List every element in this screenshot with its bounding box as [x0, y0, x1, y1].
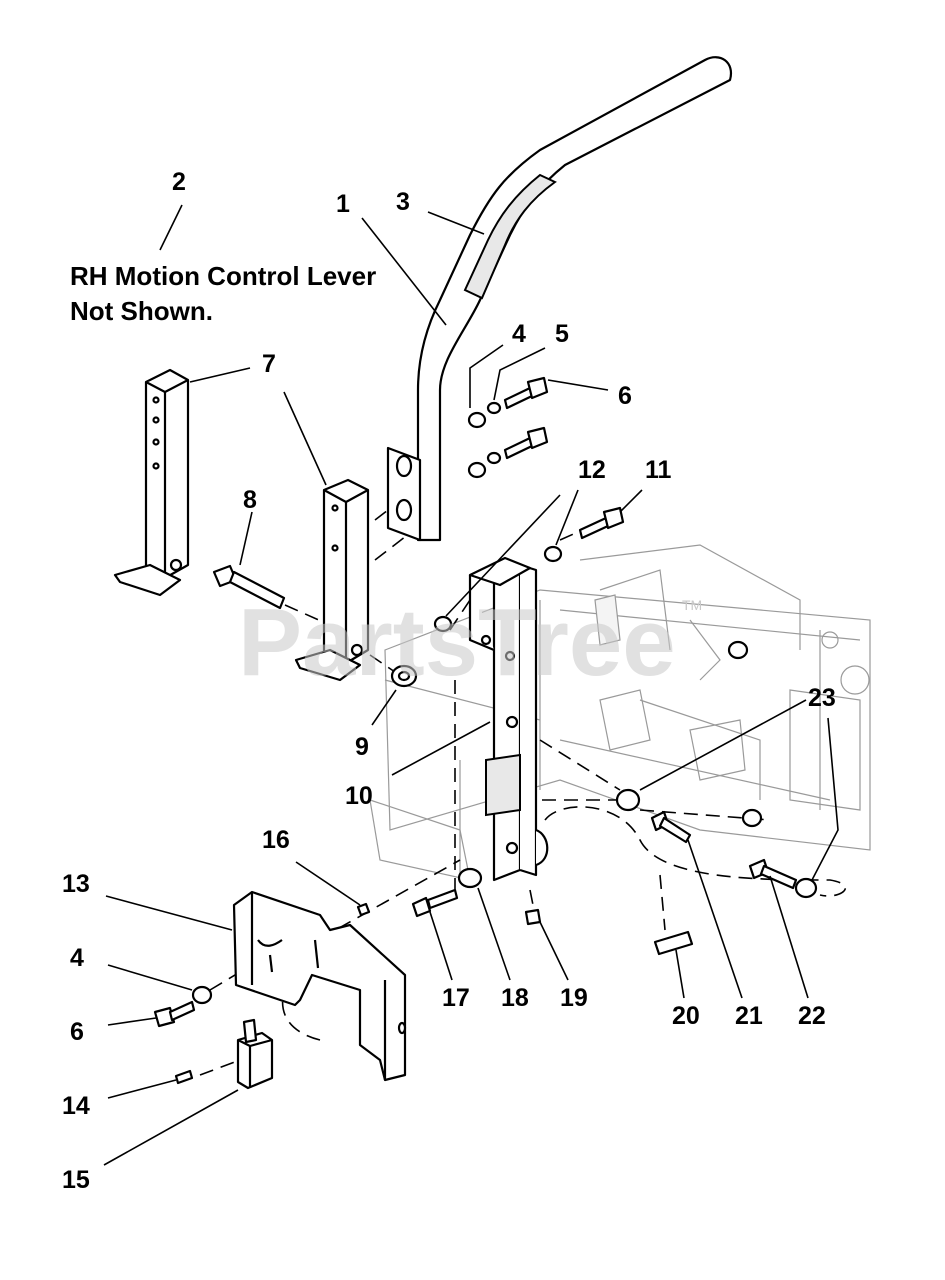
callout-13: 13 — [62, 870, 90, 898]
callout-5: 5 — [555, 320, 569, 348]
assembly-dashed-lines — [199, 469, 846, 1076]
callout-21: 21 — [735, 1002, 763, 1030]
note: RH Motion Control Lever Not Shown. — [70, 261, 376, 326]
part-8-long-bolt — [212, 564, 286, 610]
note-line-2: Not Shown. — [70, 296, 213, 326]
hardware-11-12 — [433, 506, 625, 633]
watermark-trademark: TM — [682, 597, 702, 613]
callout-14: 14 — [62, 1092, 90, 1120]
callout-6-lower: 6 — [70, 1018, 84, 1046]
callout-7: 7 — [262, 350, 276, 378]
callout-18: 18 — [501, 984, 529, 1012]
callout-20: 20 — [672, 1002, 700, 1030]
part-7-control-arms — [113, 368, 370, 682]
callout-12: 12 — [578, 456, 606, 484]
callout-numbers: 2 1 3 4 5 6 7 8 9 10 11 12 23 13 4 6 14 … — [62, 168, 836, 1194]
part-13-shield — [232, 890, 407, 1082]
callout-19: 19 — [560, 984, 588, 1012]
callout-16: 16 — [262, 826, 290, 854]
callout-23: 23 — [808, 684, 836, 712]
watermark-text: PartsTree — [238, 589, 676, 696]
part-10-pivot-bracket — [468, 556, 549, 882]
note-line-1: RH Motion Control Lever — [70, 261, 376, 291]
part-9-nut — [390, 664, 418, 688]
callout-4-lower: 4 — [70, 944, 84, 972]
callout-1: 1 — [336, 190, 350, 218]
hardware-20-21-22-23 — [615, 640, 818, 956]
hardware-lower-left — [153, 902, 371, 1090]
hardware-4-5-6-upper — [467, 376, 549, 479]
callout-9: 9 — [355, 733, 369, 761]
leader-lines — [103, 204, 839, 1166]
part-1-lever-bracket — [386, 446, 422, 542]
callout-6-upper: 6 — [618, 382, 632, 410]
callout-8: 8 — [243, 486, 257, 514]
callout-3: 3 — [396, 188, 410, 216]
callout-22: 22 — [798, 1002, 826, 1030]
callout-2: 2 — [172, 168, 186, 196]
watermark: PartsTree TM — [238, 589, 702, 696]
callout-17: 17 — [442, 984, 470, 1012]
callout-4-upper: 4 — [512, 320, 526, 348]
callout-10: 10 — [345, 782, 373, 810]
hardware-17-18-19 — [411, 867, 542, 926]
part-3-control-lever-handle — [416, 56, 733, 542]
callout-11: 11 — [645, 456, 672, 484]
callout-15: 15 — [62, 1166, 90, 1194]
